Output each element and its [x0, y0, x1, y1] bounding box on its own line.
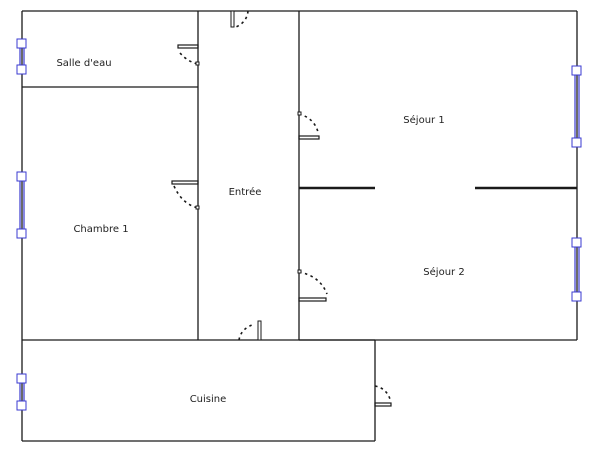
room-label-chambre-1: Chambre 1 — [73, 224, 128, 235]
room-labels: Salle d'eau Chambre 1 Entrée Séjour 1 Sé… — [56, 58, 464, 405]
window-chambre-1 — [16, 171, 27, 239]
window-salle-d-eau — [16, 38, 27, 75]
door-entree-bottom[interactable] — [238, 320, 262, 341]
door-entree-top[interactable] — [230, 10, 249, 28]
room-label-entree: Entrée — [229, 186, 262, 198]
door-chambre-1[interactable] — [171, 180, 200, 210]
room-label-cuisine: Cuisine — [190, 394, 227, 405]
door-cuisine[interactable] — [374, 385, 392, 407]
room-label-salle-d-eau: Salle d'eau — [56, 58, 111, 69]
window-sejour-2 — [571, 237, 582, 302]
window-cuisine — [16, 373, 27, 411]
door-salle-d-eau[interactable] — [177, 44, 200, 66]
door-sejour-1[interactable] — [297, 111, 320, 140]
room-label-sejour-2: Séjour 2 — [423, 266, 464, 278]
window-sejour-1 — [571, 65, 582, 148]
door-sejour-2[interactable] — [297, 269, 328, 302]
room-label-sejour-1: Séjour 1 — [403, 114, 444, 126]
